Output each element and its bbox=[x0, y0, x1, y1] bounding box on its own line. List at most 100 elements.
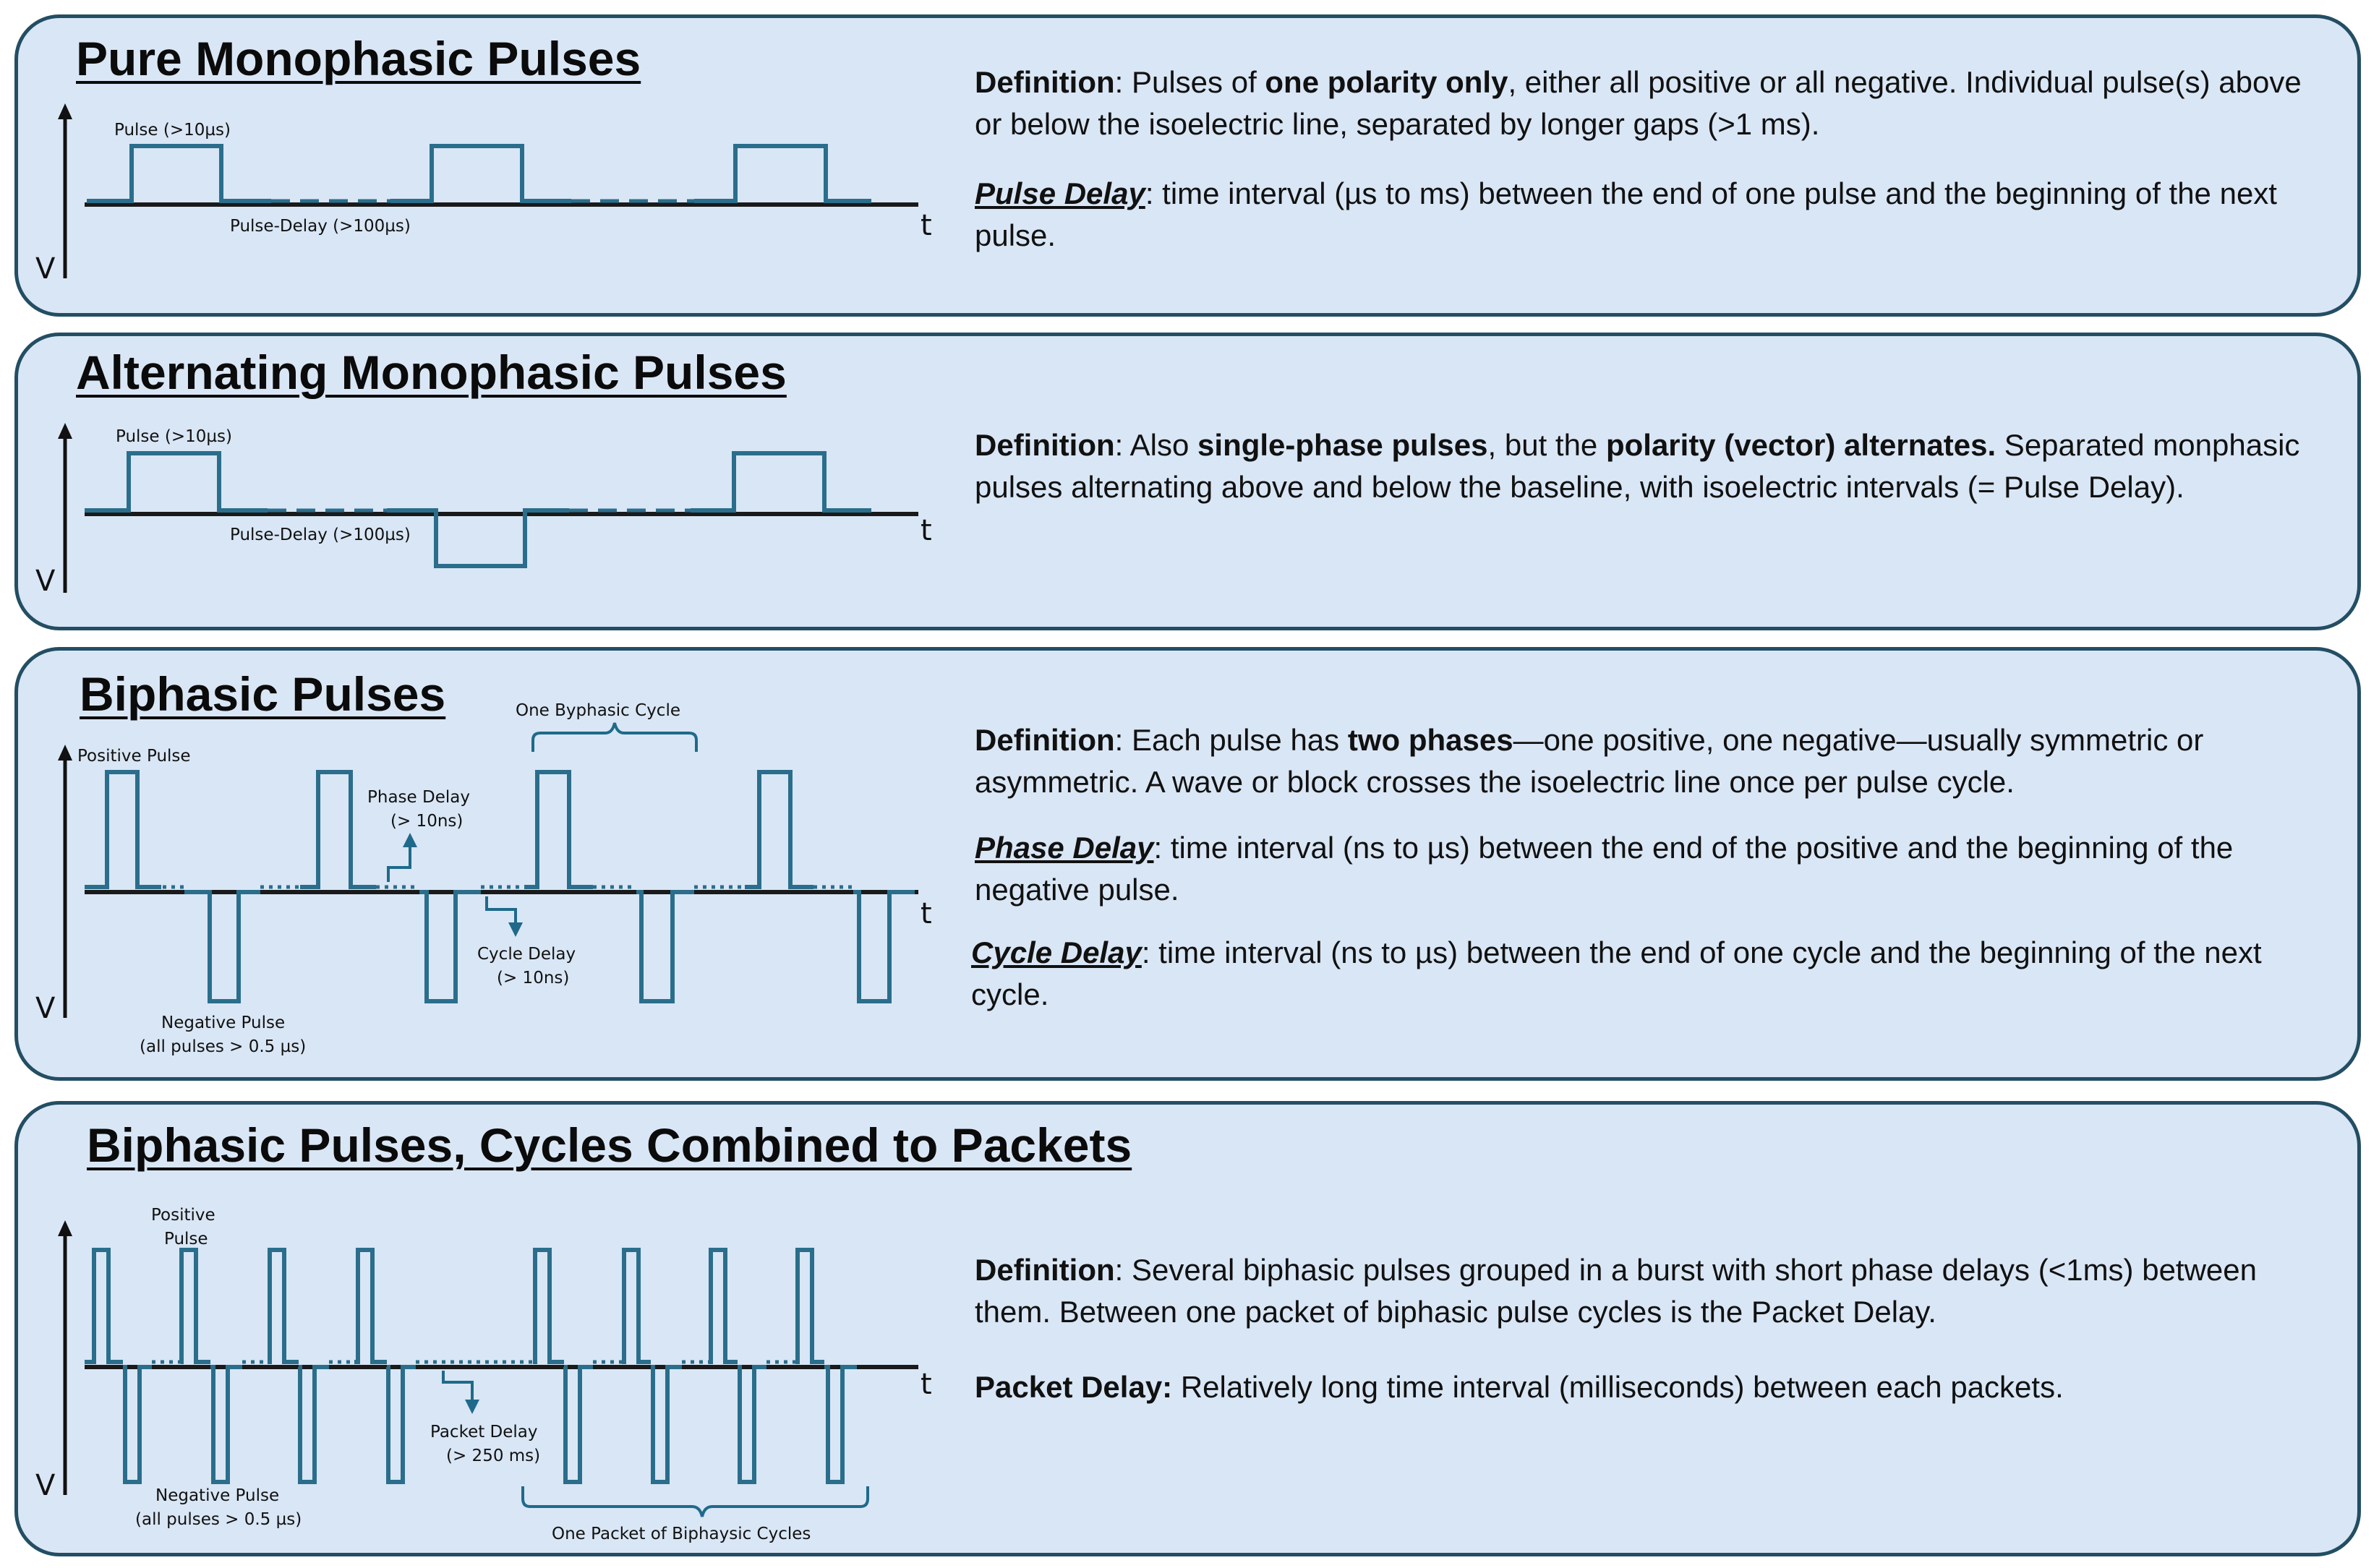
panel-pure-monophasic: Pure Monophasic Pulses Pulse (>10µs) Pul… bbox=[14, 14, 2361, 317]
pulse-label: Pulse (>10µs) bbox=[114, 121, 231, 140]
definition-text: Definition: Each pulse has two phases—on… bbox=[975, 723, 2204, 799]
t-axis-label: t bbox=[921, 1368, 932, 1401]
positive-pulse bbox=[85, 1248, 123, 1364]
phase-delay-connector bbox=[387, 844, 411, 882]
pulse-2 bbox=[390, 144, 571, 203]
axis-arrow-icon bbox=[58, 1220, 72, 1236]
cycle-delay-value: (> 10ns) bbox=[497, 969, 569, 988]
definition-block: Definition: Each pulse has two phases—on… bbox=[971, 719, 2334, 1016]
definition-text: Definition: Pulses of one polarity only,… bbox=[975, 65, 2302, 141]
cycle-delay-connector bbox=[485, 896, 517, 925]
negative-pulse bbox=[298, 1365, 329, 1484]
negative-pulse-label: Negative Pulse bbox=[155, 1486, 279, 1505]
definition-text: Definition: Also single-phase pulses, bu… bbox=[975, 428, 2300, 504]
arrow-down-icon bbox=[508, 922, 523, 937]
definition-block: Definition: Also single-phase pulses, bu… bbox=[975, 424, 2334, 508]
negative-pulse bbox=[651, 1365, 682, 1484]
positive-pulse bbox=[354, 1248, 387, 1364]
negative-pulse bbox=[386, 1365, 416, 1484]
definition-text: Definition: Several biphasic pulses grou… bbox=[975, 1253, 2258, 1329]
definition-label: Definition bbox=[975, 428, 1115, 462]
term-label: Cycle Delay bbox=[971, 935, 1142, 969]
panel-title: Pure Monophasic Pulses bbox=[76, 32, 641, 85]
cycle-label: One Byphasic Cycle bbox=[516, 701, 680, 720]
positive-pulse bbox=[622, 1248, 651, 1364]
positive-pulse-label: Positive bbox=[151, 1206, 215, 1225]
t-axis-label: t bbox=[921, 897, 932, 930]
positive-pulse bbox=[709, 1248, 738, 1364]
panel-title: Biphasic Pulses bbox=[80, 667, 446, 721]
negative-pulse bbox=[853, 890, 915, 1003]
packet-delay-connector bbox=[442, 1371, 474, 1402]
negative-pulse bbox=[824, 1365, 857, 1484]
term-label: Phase Delay bbox=[975, 831, 1154, 865]
axis-arrow-icon bbox=[58, 103, 72, 119]
axis-arrow-icon bbox=[58, 745, 72, 761]
definition-label: Definition bbox=[975, 65, 1115, 99]
arrow-down-icon bbox=[465, 1400, 479, 1414]
pulse-label: Pulse (>10µs) bbox=[116, 427, 232, 446]
pulse-2-negative bbox=[387, 508, 569, 568]
negative-pulse bbox=[123, 1365, 152, 1484]
biphasic-packets-diagram: Positive Pulse Packet Delay (> 250 ms) N… bbox=[35, 1206, 932, 1543]
positive-pulse bbox=[795, 1248, 824, 1364]
positive-pulse bbox=[300, 770, 376, 889]
pulse-delay-label: Pulse-Delay (>100µs) bbox=[230, 217, 411, 236]
alternating-monophasic-diagram: Pulse (>10µs) Pulse-Delay (>100µs) V t bbox=[35, 423, 932, 598]
t-axis-label: t bbox=[921, 514, 932, 547]
definition-block: Definition: Several biphasic pulses grou… bbox=[975, 1249, 2334, 1408]
cycle-brace bbox=[531, 722, 698, 752]
v-axis-label: V bbox=[35, 565, 56, 598]
pulse-3 bbox=[694, 144, 871, 203]
negative-pulse-label: Negative Pulse bbox=[161, 1014, 285, 1032]
definition-label: Definition bbox=[975, 723, 1115, 757]
positive-pulse bbox=[533, 1248, 564, 1364]
negative-pulse-note: (all pulses > 0.5 µs) bbox=[135, 1510, 302, 1529]
cycle-delay-definition: Cycle Delay: time interval (ns to µs) be… bbox=[971, 935, 2262, 1011]
v-axis-label: V bbox=[35, 992, 56, 1025]
pulse-1 bbox=[87, 144, 271, 203]
biphasic-diagram: One Byphasic Cycle Positive Pulse Phase … bbox=[35, 701, 932, 1056]
positive-pulse-label: Pulse bbox=[164, 1230, 208, 1248]
axis-arrow-icon bbox=[58, 423, 72, 439]
term-label: Packet Delay: bbox=[975, 1370, 1173, 1404]
panel-biphasic-packets: Biphasic Pulses, Cycles Combined to Pack… bbox=[14, 1101, 2361, 1556]
positive-pulse bbox=[524, 770, 593, 889]
packet-label: One Packet of Biphaysic Cycles bbox=[552, 1525, 811, 1543]
phase-delay-label: Phase Delay bbox=[367, 788, 470, 807]
panel-title: Alternating Monophasic Pulses bbox=[76, 346, 787, 399]
negative-pulse bbox=[184, 890, 260, 1003]
pulse-delay-label: Pulse-Delay (>100µs) bbox=[230, 526, 411, 544]
t-axis-label: t bbox=[921, 209, 932, 242]
packet-delay-label: Packet Delay bbox=[430, 1423, 538, 1441]
positive-pulse bbox=[745, 770, 813, 889]
phase-delay-value: (> 10ns) bbox=[390, 812, 463, 831]
phase-delay-definition: Phase Delay: time interval (ns to µs) be… bbox=[975, 831, 2234, 907]
pulse-delay-definition: Pulse Delay: time interval (µs to ms) be… bbox=[975, 176, 2277, 252]
packet-delay-definition: Packet Delay: Relatively long time inter… bbox=[975, 1370, 2064, 1404]
arrow-up-icon bbox=[403, 833, 417, 847]
positive-pulse bbox=[179, 1248, 210, 1364]
pulse-1 bbox=[85, 451, 268, 513]
term-label: Pulse Delay bbox=[975, 176, 1145, 210]
v-axis-label: V bbox=[35, 252, 56, 286]
pulse-3 bbox=[691, 451, 871, 513]
panel-alternating-monophasic: Alternating Monophasic Pulses Pulse (>10… bbox=[14, 333, 2361, 630]
negative-pulse bbox=[563, 1365, 593, 1484]
panel-biphasic: Biphasic Pulses One Byphasic Cycle Posit… bbox=[14, 647, 2361, 1081]
packet-delay-value: (> 250 ms) bbox=[446, 1447, 540, 1465]
negative-pulse bbox=[636, 890, 694, 1003]
negative-pulse bbox=[210, 1365, 242, 1484]
definition-block: Definition: Pulses of one polarity only,… bbox=[975, 61, 2334, 257]
positive-pulse bbox=[268, 1248, 299, 1364]
positive-pulse-label: Positive Pulse bbox=[77, 747, 191, 766]
v-axis-label: V bbox=[35, 1469, 56, 1502]
cycle-delay-label: Cycle Delay bbox=[477, 945, 576, 964]
negative-pulse bbox=[419, 890, 481, 1003]
positive-pulse bbox=[85, 770, 161, 889]
definition-label: Definition bbox=[975, 1253, 1115, 1287]
negative-pulse bbox=[738, 1365, 766, 1484]
packet-brace bbox=[521, 1486, 869, 1517]
negative-pulse-note: (all pulses > 0.5 µs) bbox=[140, 1037, 306, 1056]
pure-monophasic-diagram: Pulse (>10µs) Pulse-Delay (>100µs) V t bbox=[35, 103, 932, 286]
